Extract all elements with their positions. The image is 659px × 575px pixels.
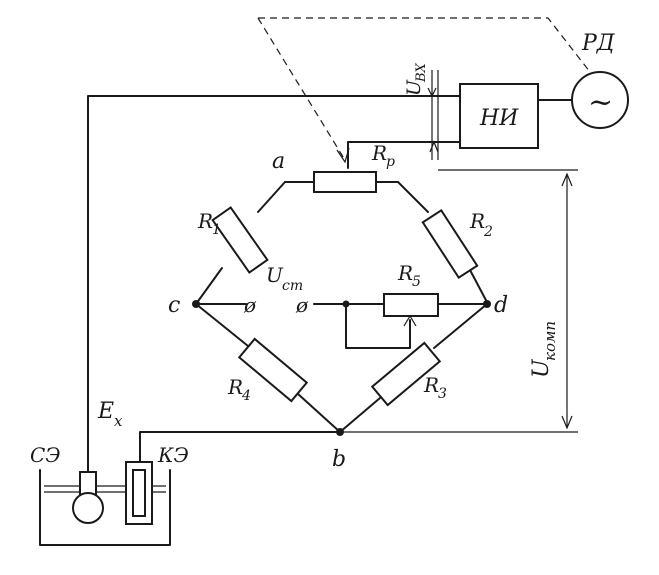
u-st-label: U [266, 263, 284, 287]
r5-junction-node [342, 300, 350, 308]
rp-sub: p [386, 154, 395, 170]
u-vx-arrow-bottom [429, 140, 439, 153]
wire-b-to-ke [139, 431, 341, 463]
ac-symbol: ~ [588, 85, 613, 120]
mechanical-link-dashed [257, 17, 591, 161]
rp-resistor [313, 171, 377, 193]
u-komp-arrow-bottom [561, 415, 573, 430]
r4-wire [195, 303, 341, 433]
r5-slider-arrow [403, 314, 417, 327]
r1-wire [195, 181, 286, 305]
ke-label: КЭ [157, 443, 189, 467]
r2-resistor [421, 208, 479, 280]
cell-vessel [39, 469, 171, 546]
u-vx-sub: ВХ [414, 62, 429, 83]
r3-wire [339, 303, 488, 433]
r4-sub: 4 [241, 388, 251, 404]
r2-wire [397, 181, 489, 305]
se-electrode-bulb [72, 492, 104, 524]
r3-resistor [370, 341, 442, 407]
r5-sub: 5 [412, 274, 421, 290]
node-b-label: b [332, 447, 346, 472]
r2-label: R [469, 209, 485, 233]
node-a-label: a [272, 149, 285, 174]
r2-resistor-group [421, 208, 479, 280]
ke-electrode-inner [132, 469, 146, 517]
r3-label: R [423, 373, 439, 397]
r3-sub: 3 [438, 386, 447, 402]
r1-resistor [211, 206, 269, 274]
r5-slider-loop [345, 303, 411, 349]
ni-amplifier-box [459, 83, 539, 149]
r3-resistor-group [370, 341, 442, 407]
r4-resistor-group [237, 337, 309, 403]
ex-label: E [97, 399, 114, 424]
wire-se-to-ni [87, 95, 461, 473]
r4-label: R [227, 375, 243, 399]
node-d-label: d [494, 293, 508, 318]
ni-label: НИ [479, 106, 519, 131]
u-st-sub: ст [282, 278, 303, 294]
rd-motor-circle [571, 71, 629, 129]
ex-sub: x [114, 412, 123, 430]
r4-resistor [237, 337, 309, 403]
wire-slider-to-ni [347, 141, 461, 169]
rd-label: РД [581, 31, 616, 56]
rp-label: R [371, 141, 387, 165]
node-c-label: c [168, 293, 180, 318]
terminal-left: ø [243, 293, 257, 317]
r2-sub: 2 [483, 224, 493, 240]
r1-sub: 1 [212, 222, 221, 238]
r1-resistor-group [211, 206, 269, 274]
r1-label: R [197, 209, 213, 233]
r5-label: R [397, 261, 413, 285]
r5-resistor [383, 293, 439, 317]
u-komp-sub: комп [541, 321, 559, 361]
se-label: СЭ [30, 443, 61, 467]
u-vx-label: U [403, 79, 425, 96]
u-komp-label: U [529, 358, 554, 378]
terminal-right: ø [295, 293, 309, 317]
u-vx-label-group: U ВХ [403, 62, 429, 96]
u-vx-arrow-top [427, 87, 437, 98]
u-komp-label-group: U комп [529, 321, 559, 378]
u-komp-arrow-top [561, 172, 573, 187]
